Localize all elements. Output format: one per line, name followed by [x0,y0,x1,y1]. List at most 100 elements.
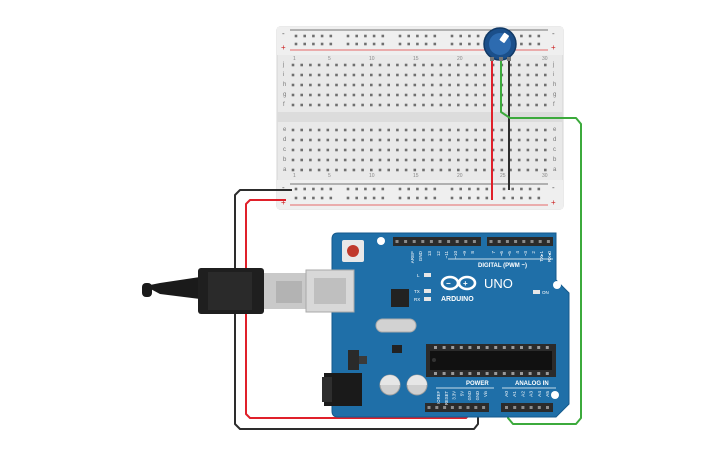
breadboard-hole [544,128,547,132]
row-letter: e [283,127,287,133]
breadboard-hole [465,103,469,107]
capacitor-mark [407,375,427,385]
rail-hole [346,196,350,200]
breadboard-hole [404,128,408,132]
breadboard-hole [422,103,425,107]
column-number: 1 [293,173,296,179]
breadboard-hole [483,93,486,97]
chip-pin [502,372,506,375]
breadboard-hole [361,73,364,77]
usb-b-port-inner [314,278,346,304]
potentiometer[interactable] [483,27,517,61]
breadboard-hole [430,83,434,87]
breadboard-hole [526,63,530,67]
breadboard-hole [544,138,547,142]
rail-hole [320,42,324,46]
mounting-hole [377,237,385,245]
header-pin-hole [546,406,549,409]
row-letter: c [553,147,556,153]
atmega-notch [432,358,436,362]
breadboard-hole [370,93,373,97]
wire-gnd-to-minus-rail[interactable] [234,189,479,430]
mounting-hole [551,391,559,399]
breadboard-hole [413,83,417,87]
chip-pin [468,372,472,375]
breadboard-hole [300,93,303,97]
breadboard-hole [335,83,338,87]
rail-hole [364,42,367,46]
chip-pin [434,346,437,349]
rail-hole [294,196,298,200]
breadboard-hole [326,63,330,67]
row-letter: g [283,92,286,98]
rail-hole [329,187,333,191]
chip-pin [511,372,515,375]
breadboard-hole [544,73,547,77]
rail-minus-label: - [282,29,285,38]
header-pin-hole [404,240,408,243]
rail-hole [312,42,315,46]
row-letter: a [553,167,557,173]
breadboard-hole [517,168,521,172]
chip-pin [545,346,549,349]
chip-pin [537,346,541,349]
arduino-pcb [331,232,570,418]
digital-pin-label: ~10 [453,251,458,259]
breadboard-hole [343,128,347,132]
header-pin-hole [447,240,451,243]
breadboard-hole [309,103,312,107]
row-letter: f [553,102,555,108]
breadboard-hole [422,128,425,132]
breadboard-hole [448,103,451,107]
breadboard-hole [387,83,390,87]
breadboard-hole [361,148,364,152]
breadboard-hole [430,158,434,162]
breadboard-hole [335,73,338,77]
breadboard-hole [378,158,382,162]
digital-pin-label: RX◂0 [547,251,552,263]
rail-hole [450,196,454,200]
usb-cable[interactable] [142,268,306,314]
breadboard-hole [300,148,303,152]
header-pin-hole [429,240,433,243]
rail-hole [459,34,462,38]
breadboard-hole [361,83,364,87]
breadboard-hole [422,73,425,77]
breadboard-hole [404,93,408,97]
breadboard-hole [491,148,495,152]
breadboard-hole [483,158,486,162]
breadboard-hole [387,93,390,97]
breadboard-hole [352,168,356,172]
chip-pin [545,372,549,375]
logo-loop-right [457,275,477,291]
breadboard-hole [326,93,330,97]
rail-hole [294,187,298,191]
column-number: 20 [457,56,463,62]
breadboard-hole [500,138,504,142]
chip-pin [494,346,498,349]
breadboard-hole [387,148,390,152]
rail-hole [476,187,480,191]
analog-pin-label: A1 [512,391,518,397]
reset-button[interactable] [347,245,359,257]
header-pin-hole [455,240,459,243]
breadboard-hole [448,73,451,77]
breadboard-hole [439,83,443,87]
rail-hole [528,34,532,38]
breadboard-hole [370,83,373,87]
rail-hole [450,34,454,38]
breadboard-hole [448,63,451,67]
column-number: 30 [542,56,548,62]
usb-cable-strain-relief [145,277,200,299]
led-on [533,290,540,294]
rail-hole [320,187,324,191]
rail-hole [294,42,298,46]
digital-pin-label: GND [418,250,423,261]
breadboard-hole [404,148,408,152]
wire-wiper-to-a0[interactable] [500,58,582,425]
breadboard-hole [430,63,434,67]
breadboard-hole [413,73,417,77]
rail-hole [424,196,428,200]
breadboard-hole [413,103,417,107]
